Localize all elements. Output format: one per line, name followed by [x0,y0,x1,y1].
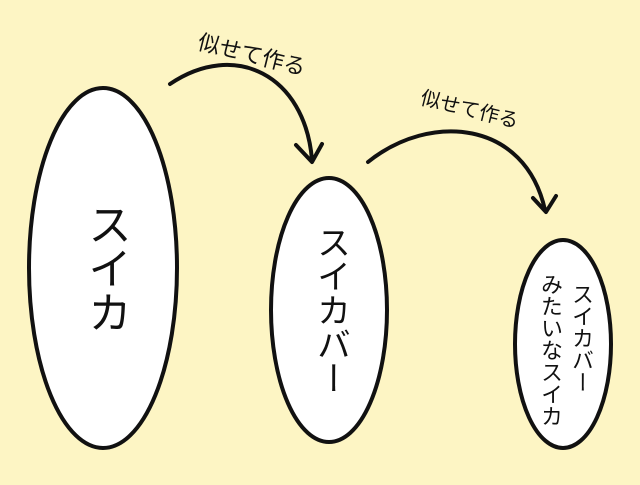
edge-1-arrow-line [168,63,314,162]
node-suica-oval [27,86,179,450]
node-suica-bar-oval [269,176,389,444]
node-suica-bar-like-label-col1: スイカバー [568,283,593,393]
node-suica-bar-like: スイカバー みたいなスイカ [513,238,613,450]
node-suica-label: スイカ [80,202,131,334]
node-suica-bar-like-oval [513,238,613,450]
edge-1-arrowhead [294,142,324,164]
node-suica: スイカ [27,86,179,450]
edge-2-arrow-line [366,129,547,212]
node-suica-bar-like-label-col2: みたいなスイカ [537,273,562,427]
edge-2-arrowhead [531,194,558,214]
node-suica-bar: スイカバー [269,176,389,444]
node-suica-bar-label: スイカバー [311,225,351,395]
